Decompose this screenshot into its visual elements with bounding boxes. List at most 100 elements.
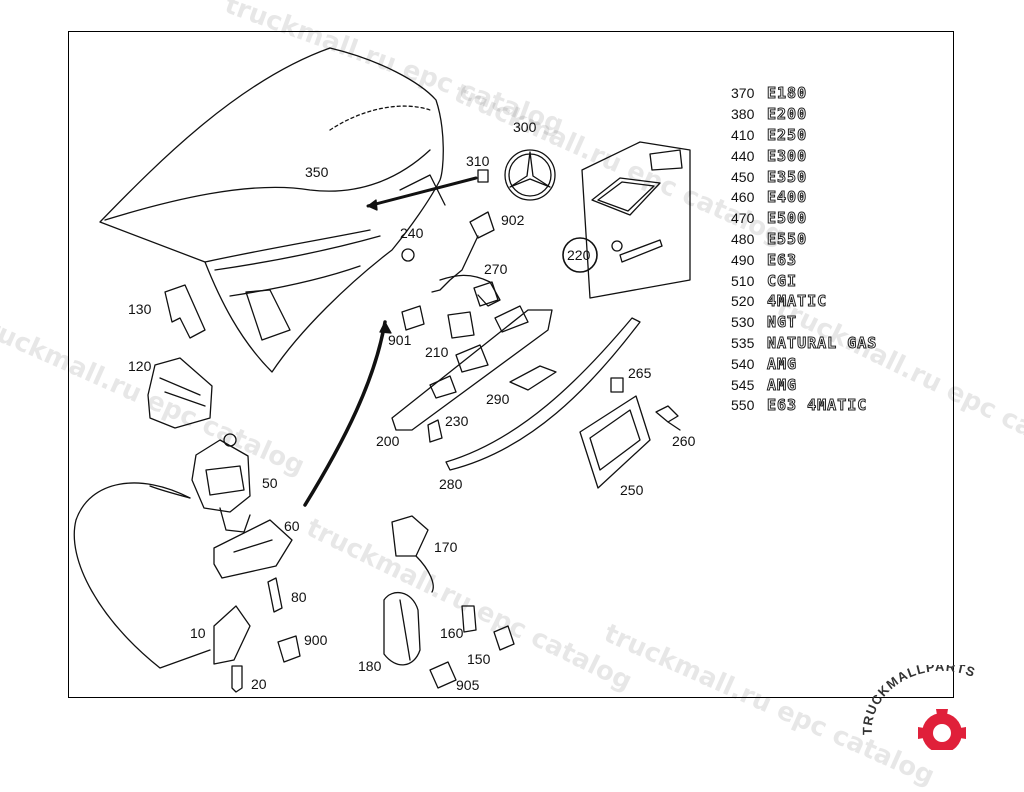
trim-strip-part <box>445 317 641 471</box>
legend-number: 490 <box>731 251 755 268</box>
bracket-290-part <box>509 365 557 391</box>
legend-number: 535 <box>731 334 755 351</box>
nut-part <box>477 169 489 183</box>
legend-row: 410 E250 <box>731 125 877 146</box>
callout-250: 250 <box>620 482 644 498</box>
legend-badge: E350 <box>766 167 808 186</box>
clip-265-part <box>610 377 624 393</box>
trunk-lid-part <box>99 47 446 373</box>
legend-badge: E300 <box>766 146 808 165</box>
callout-220: 220 <box>567 247 591 263</box>
callout-901: 901 <box>388 332 412 348</box>
callout-120: 120 <box>128 358 152 374</box>
callout-180: 180 <box>358 658 382 674</box>
screw-160-part <box>461 605 477 633</box>
bolt-20-part <box>231 665 243 693</box>
callout-10: 10 <box>190 625 206 641</box>
callout-350: 350 <box>305 164 329 180</box>
pad-900-part <box>277 635 301 663</box>
legend-row: 380 E200 <box>731 104 877 125</box>
legend-row: 490 E63 <box>731 249 877 270</box>
callout-170: 170 <box>434 539 458 555</box>
callout-130: 130 <box>128 301 152 317</box>
callout-210: 210 <box>425 344 449 360</box>
arrow-310 <box>366 176 478 208</box>
legend-number: 410 <box>731 126 755 143</box>
handle-bar-part <box>391 281 553 431</box>
clip-part <box>611 240 623 252</box>
brand-text: TRUCKMALLPARTS <box>862 665 977 735</box>
legend-row: 440 E300 <box>731 145 877 166</box>
callout-260: 260 <box>672 433 696 449</box>
legend-row: 470 E500 <box>731 208 877 229</box>
legend-number: 470 <box>731 210 755 227</box>
legend-badge: E500 <box>766 209 808 228</box>
legend-badge: CGI <box>766 271 798 290</box>
plate-holder-part <box>579 395 651 489</box>
legend-number: 545 <box>731 376 755 393</box>
callout-280: 280 <box>439 476 463 492</box>
latch-170-part <box>391 515 434 593</box>
callout-240: 240 <box>400 225 424 241</box>
legend-row: 520 4MATIC <box>731 291 877 312</box>
legend-number: 450 <box>731 168 755 185</box>
legend-number: 520 <box>731 293 755 310</box>
bolt-80-part <box>267 577 283 613</box>
legend-badge: E180 <box>766 84 808 103</box>
callout-905: 905 <box>456 677 480 693</box>
legend-badge: E400 <box>766 188 808 207</box>
callout-265: 265 <box>628 365 652 381</box>
legend-badge: E200 <box>766 105 808 124</box>
legend-row: 450 E350 <box>731 166 877 187</box>
legend-row: 510 CGI <box>731 270 877 291</box>
legend-row: 545 AMG <box>731 374 877 395</box>
legend-badge: NATURAL GAS <box>766 333 878 352</box>
legend-row: 370 E180 <box>731 83 877 104</box>
gear-icon <box>918 709 966 750</box>
legend-row: 540 AMG <box>731 353 877 374</box>
pad-902-part <box>469 211 495 239</box>
legend-number: 510 <box>731 272 755 289</box>
screw-260-part <box>655 405 681 431</box>
lock-actuator-part <box>191 433 251 533</box>
motor-180-part <box>383 591 421 666</box>
parts-drawing <box>73 47 691 693</box>
latch-10-part <box>213 605 251 665</box>
sensor-270-part <box>439 274 501 307</box>
legend-badge: E550 <box>766 229 808 248</box>
legend-number: 550 <box>731 397 755 414</box>
callout-50: 50 <box>262 475 278 491</box>
legend-number: 440 <box>731 147 755 164</box>
legend-badge: E250 <box>766 125 808 144</box>
pad-901-part <box>401 305 425 331</box>
callout-150: 150 <box>467 651 491 667</box>
legend-badge: E63 4MATIC <box>766 396 868 415</box>
license-panel-part <box>581 141 691 299</box>
star-emblem-part <box>504 149 556 201</box>
callout-circle-220 <box>562 237 598 273</box>
legend-badge: 4MATIC <box>766 292 828 311</box>
legend-number: 380 <box>731 106 755 123</box>
legend-row: 535 NATURAL GAS <box>731 333 877 354</box>
housing-120-part <box>147 357 213 429</box>
callout-200: 200 <box>376 433 400 449</box>
svg-text:TRUCKMALLPARTS: TRUCKMALLPARTS <box>862 665 978 735</box>
legend-badge: E63 <box>766 250 798 269</box>
legend-badge: AMG <box>766 354 798 373</box>
callout-310: 310 <box>466 153 490 169</box>
legend-row: 480 E550 <box>731 229 877 250</box>
callout-20: 20 <box>251 676 267 692</box>
legend-number: 480 <box>731 230 755 247</box>
legend-row: 550 E63 4MATIC <box>731 395 877 416</box>
bracket-130-part <box>164 284 206 339</box>
callout-230: 230 <box>445 413 469 429</box>
callout-900: 900 <box>304 632 328 648</box>
callout-270: 270 <box>484 261 508 277</box>
legend-badge: AMG <box>766 375 798 394</box>
legend-number: 370 <box>731 85 755 102</box>
legend-badge: NGT <box>766 313 798 332</box>
legend-number: 540 <box>731 355 755 372</box>
